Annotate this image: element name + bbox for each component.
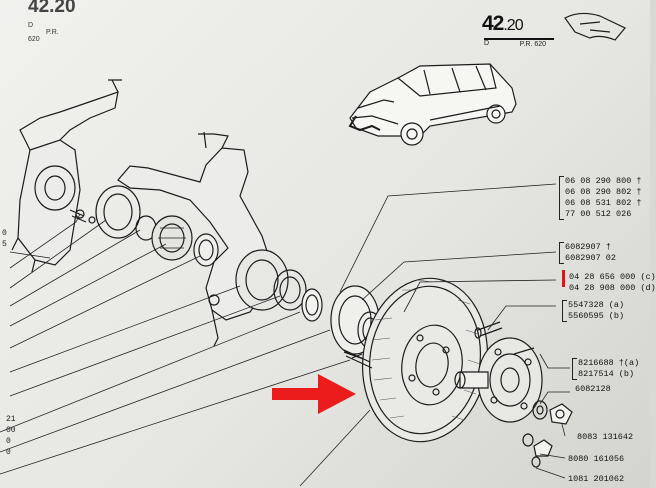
cut-page-letter: D [28,22,34,29]
ref-group-4: 5547328 (a) 5560595 (b) [562,300,625,322]
ref-line: 06 08 290 800 † [565,176,642,186]
page-subtitle: D P.R. 620 [484,38,554,48]
ref-line: 8217514 (b) [578,369,635,379]
suspension-sketch [564,12,626,41]
ref-line: 8083 131642 [577,432,634,442]
brake-disc [361,277,489,443]
steering-knuckle-left [11,79,219,273]
page-number: 42.20 [482,12,524,35]
ref-group-5: 8216688 †(a) 8217514 (b) [572,358,640,380]
ref-line: 6082128 [575,384,611,394]
ref-line: 5547328 (a) [568,300,625,310]
page-pr: P.R. 620 [519,41,546,48]
leader-lines-left [0,213,371,487]
ref-line: 77 00 512 026 [565,209,632,219]
left-ref-bottom: 21 00 0 0 [6,415,16,457]
left-ref-top: 0 5 [2,229,7,249]
ref-group-1: 06 08 290 800 † 06 08 290 802 † 06 08 53… [559,176,642,220]
ref-group-8: 8080 161056 [568,454,624,465]
leader-lines-right [339,183,570,479]
ref-line: 1081 201062 [568,474,625,484]
cut-page-pr: P.R. 620 [28,29,59,43]
ref-group-7: 8083 131642 [577,432,633,443]
ref-line: 6082907 † [565,242,611,252]
ref-line: 8080 161056 [568,454,625,464]
ref-group-9: 1081 201062 [568,474,624,485]
cut-page-number: 42.20 [28,0,76,17]
ref-group-6: 6082128 [575,384,611,395]
ref-line: 04 28 656 000 (c) [569,272,656,282]
studs-and-nuts [69,209,573,468]
wheel-hub [454,337,543,423]
car-illustration [348,63,517,146]
ref-line: 06 08 531 802 † [565,198,642,208]
red-arrow [272,374,356,414]
ref-group-3: 04 28 656 000 (c) 04 28 908 000 (d) [569,272,656,294]
ref-line: 5560595 (b) [568,311,625,321]
page-letter: D [484,40,490,47]
ref-line: 6082907 02 [565,253,617,263]
steering-knuckle-main [117,131,323,347]
ref-line: 8216688 †(a) [578,358,640,368]
highlight-mark [562,270,565,287]
ref-line: 06 08 290 802 † [565,187,642,197]
ref-line: 04 28 908 000 (d) [569,283,656,293]
ref-group-2: 6082907 † 6082907 02 [559,242,617,264]
